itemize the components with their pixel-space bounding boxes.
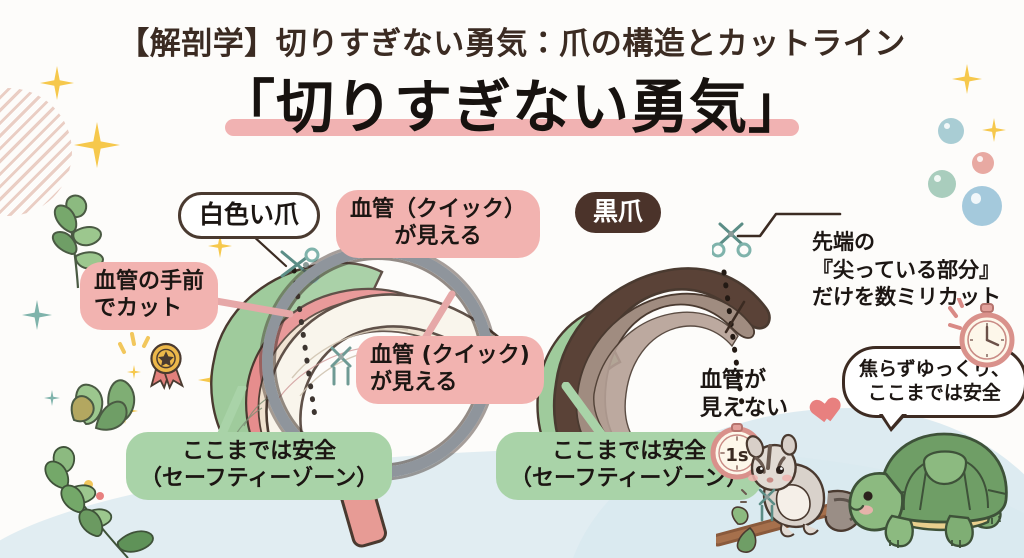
page-subtitle: 【解剖学】切りすぎない勇気：爪の構造とカットライン <box>118 26 906 62</box>
timer-badge-text: 1s <box>725 445 748 466</box>
label-safe-zone-left[interactable]: ここまでは安全 （セーフティーゾーン） <box>126 432 393 500</box>
label-vessel-not-visible: 血管が 見えない <box>700 338 788 424</box>
label-safe-zone-left-line1: ここまでは安全 <box>182 439 337 464</box>
label-white-nail[interactable]: 白色い爪 <box>178 192 321 239</box>
label-cut-before-vessel-text: 血管の手前 でカット <box>94 269 205 321</box>
page-title-wrap: 「切りすぎない勇気」 <box>217 77 807 138</box>
leaf-icon <box>44 446 154 558</box>
label-tip-note-text: 先端の 『尖っている部分』 だけを数ミリカット <box>812 230 1001 309</box>
heart-icon <box>804 388 833 415</box>
label-cut-before-vessel[interactable]: 血管の手前 でカット <box>80 262 219 330</box>
label-quick-visible-mid-line1: 血管 (クイック) <box>370 343 530 368</box>
label-tip-note: 先端の 『尖っている部分』 だけを数ミリカット <box>812 202 1001 311</box>
bubble-icon <box>962 186 1002 226</box>
label-black-nail-text: 黒爪 <box>593 197 644 226</box>
leaf-icon <box>70 379 136 431</box>
stopwatch-icon <box>948 298 1015 368</box>
sparkle-lines-icon <box>118 332 150 354</box>
label-safe-zone-right-line2: （セーフティーゾーン） <box>510 465 749 491</box>
bubble-icon <box>928 170 956 198</box>
label-vessel-not-visible-text: 血管が 見えない <box>700 367 789 422</box>
label-safe-zone-left-line2: （セーフティーゾーン） <box>140 465 379 491</box>
label-white-nail-text: 白色い爪 <box>199 200 300 229</box>
turtle-icon <box>848 432 1008 548</box>
speech-line-1: 焦らずゆっくり、 <box>859 358 1010 380</box>
bubble-icon <box>972 152 994 174</box>
bubble-icon <box>938 118 964 144</box>
safe-zone-right-line <box>561 382 609 443</box>
dot-decoration <box>96 492 104 500</box>
label-black-nail[interactable]: 黒爪 <box>575 192 662 233</box>
label-quick-visible-mid-line2: が見える <box>370 369 458 395</box>
label-safe-zone-right-line1: ここまでは安全 <box>552 439 707 464</box>
tip-note-leader-line <box>736 212 842 238</box>
safe-zone-left-line <box>215 386 247 443</box>
leaf-icon <box>51 194 104 289</box>
label-quick-visible-mid[interactable]: 血管 (クイック) が見える <box>356 336 544 404</box>
speech-bubble-tail-inner <box>882 412 903 427</box>
medal-icon <box>149 342 185 390</box>
label-quick-visible-top[interactable]: 血管（クイック） が見える <box>336 190 541 258</box>
speech-line-2: ここまでは安全 <box>867 381 1001 404</box>
vessel-hidden-leader-line <box>724 300 746 334</box>
title-underline <box>224 118 799 136</box>
label-quick-visible-top-line1: 血管（クイック） <box>350 197 527 222</box>
scissors-icon <box>712 222 752 258</box>
sparkle-icon <box>22 300 52 330</box>
page-title: 「切りすぎない勇気」 <box>216 73 807 141</box>
header-block: 【解剖学】切りすぎない勇気：爪の構造とカットライン 「切りすぎない勇気」 <box>0 18 1024 138</box>
label-quick-visible-top-line2: が見える <box>394 223 482 249</box>
dot-decoration <box>84 480 93 489</box>
